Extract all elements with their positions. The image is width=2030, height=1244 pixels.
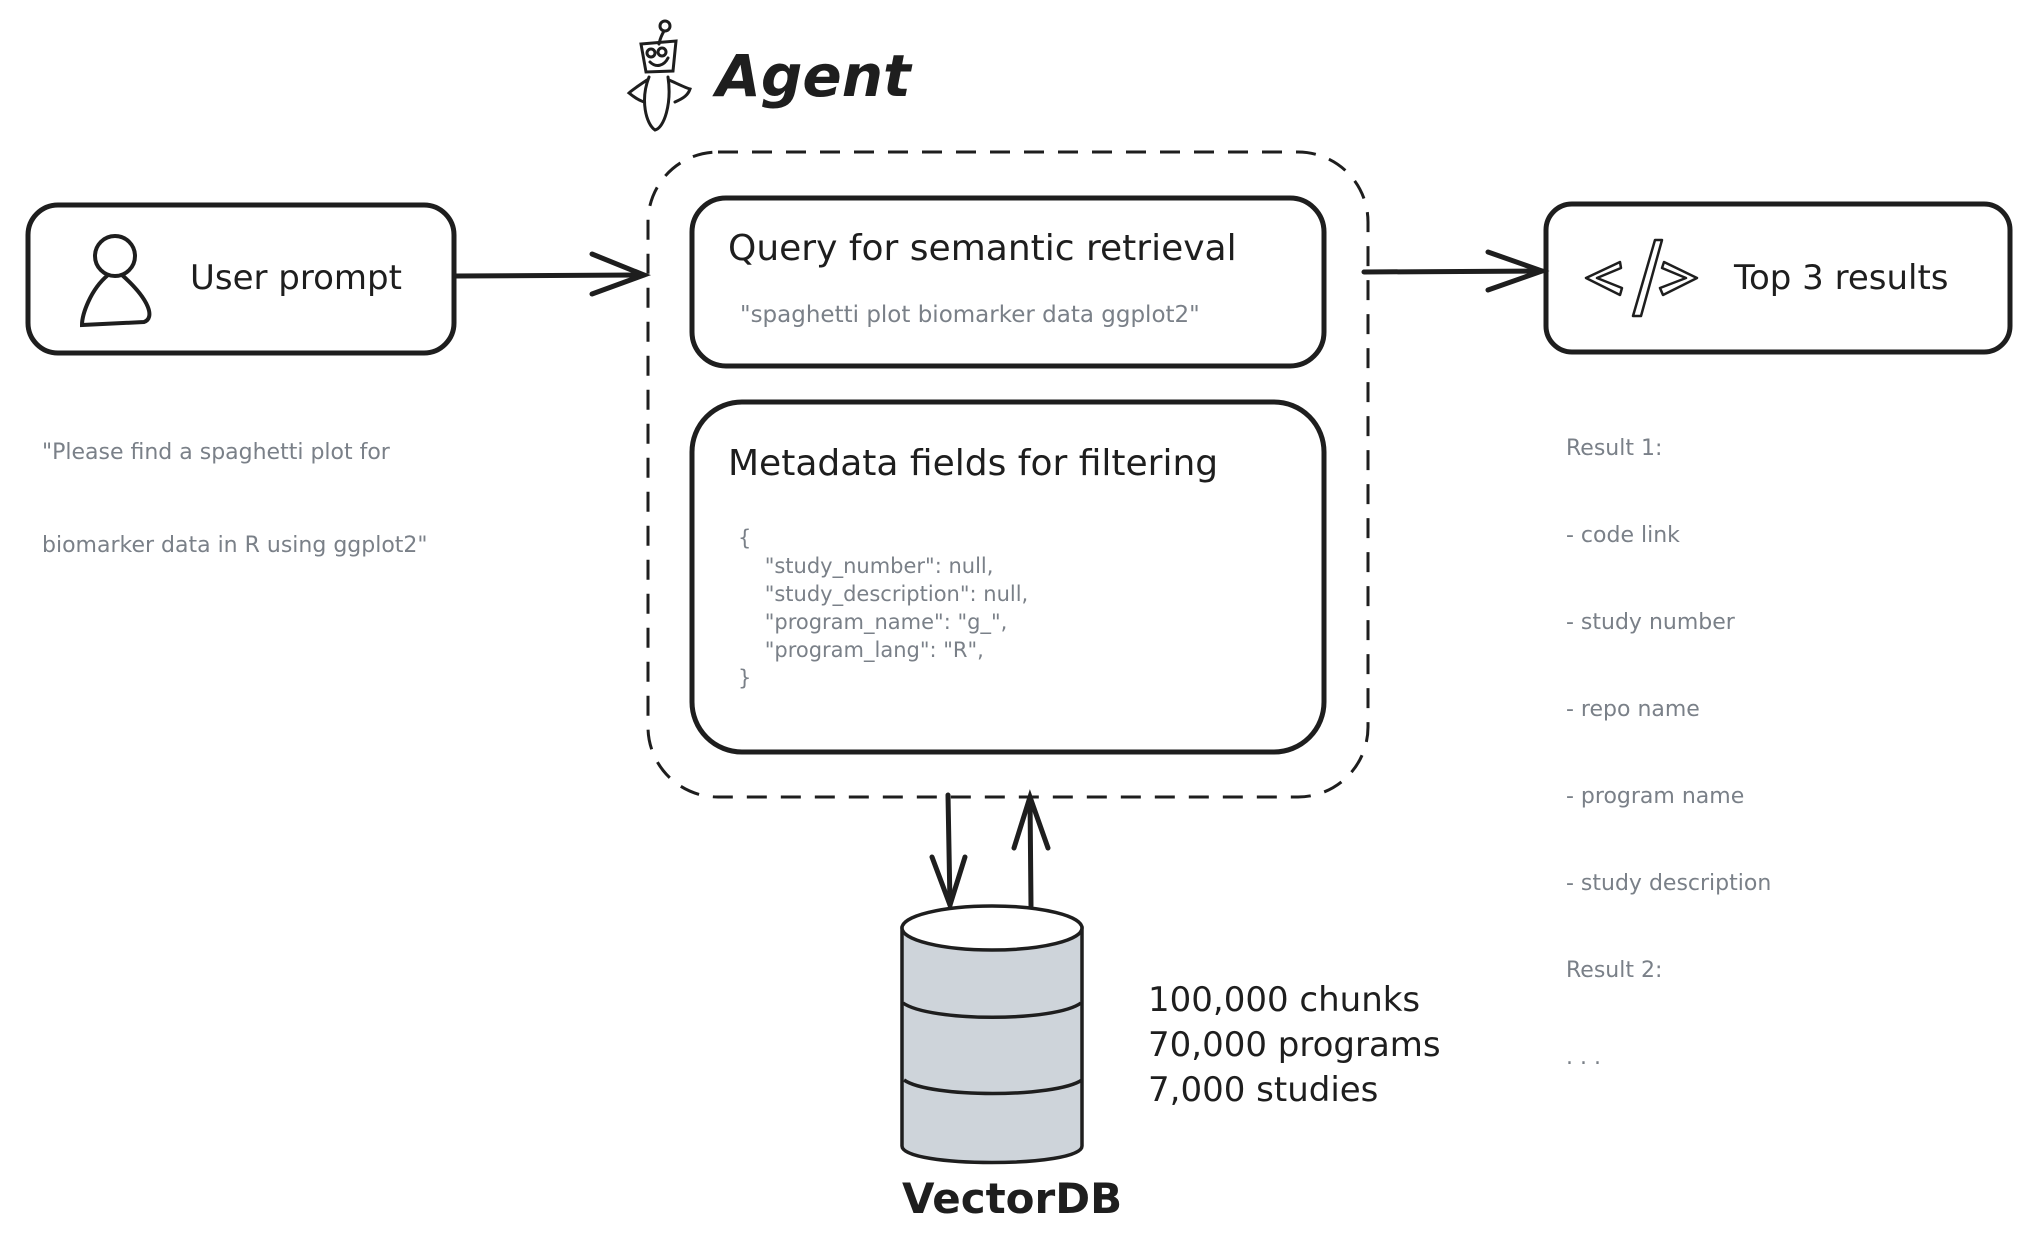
- arrow-db-to-agent: [1011, 789, 1051, 909]
- user-prompt-note-line: "Please find a spaghetti plot for: [42, 440, 390, 465]
- user-prompt-label: User prompt: [190, 258, 402, 298]
- results-note-line: - code link: [1566, 523, 1680, 548]
- code-icon: [1584, 238, 1699, 318]
- metadata-code-block: { "study_number": null, "study_descripti…: [738, 524, 1028, 692]
- vectordb-stat: 70,000 programs: [1148, 1025, 1441, 1065]
- results-note: Result 1: - code link - study number - r…: [1566, 376, 1771, 1101]
- code-line: "program_name": "g_",: [738, 610, 1008, 634]
- database-icon[interactable]: [900, 904, 1084, 1165]
- results-note-line: . . .: [1566, 1045, 1601, 1070]
- results-note-line: - study number: [1566, 610, 1735, 635]
- arrow-user-to-agent: [453, 251, 651, 297]
- user-prompt-note-line: biomarker data in R using ggplot2": [42, 533, 428, 558]
- arrow-agent-to-db: [929, 792, 968, 913]
- code-line: "program_lang": "R",: [738, 638, 984, 662]
- results-note-line: - repo name: [1566, 697, 1700, 722]
- vectordb-label: VectorDB: [902, 1174, 1123, 1223]
- query-text: "spaghetti plot biomarker data ggplot2": [740, 302, 1200, 328]
- user-icon: [79, 234, 152, 328]
- code-line: {: [738, 526, 752, 550]
- arrow-agent-to-results: [1361, 249, 1550, 293]
- user-prompt-note: "Please find a spaghetti plot for biomar…: [42, 375, 428, 592]
- results-note-line: Result 1:: [1566, 436, 1663, 461]
- vectordb-stat: 7,000 studies: [1148, 1070, 1379, 1110]
- results-note-line: Result 2:: [1566, 958, 1663, 983]
- results-note-line: - program name: [1566, 784, 1745, 809]
- robot-icon: [626, 19, 692, 132]
- metadata-box[interactable]: [689, 399, 1327, 755]
- agent-container: [646, 150, 1370, 799]
- vectordb-stats: 100,000 chunks 70,000 programs 7,000 stu…: [1148, 978, 1441, 1113]
- user-prompt-box[interactable]: [25, 202, 457, 356]
- query-box-title: Query for semantic retrieval: [728, 228, 1237, 269]
- code-line: "study_description": null,: [738, 582, 1029, 606]
- query-box[interactable]: [689, 195, 1327, 369]
- results-label: Top 3 results: [1734, 258, 1949, 298]
- code-line: "study_number": null,: [738, 554, 994, 578]
- code-line: }: [738, 666, 752, 690]
- vectordb-stat: 100,000 chunks: [1148, 980, 1421, 1020]
- metadata-box-title: Metadata fields for filtering: [728, 443, 1219, 484]
- results-note-line: - study description: [1566, 871, 1772, 896]
- agent-title: Agent: [716, 42, 911, 110]
